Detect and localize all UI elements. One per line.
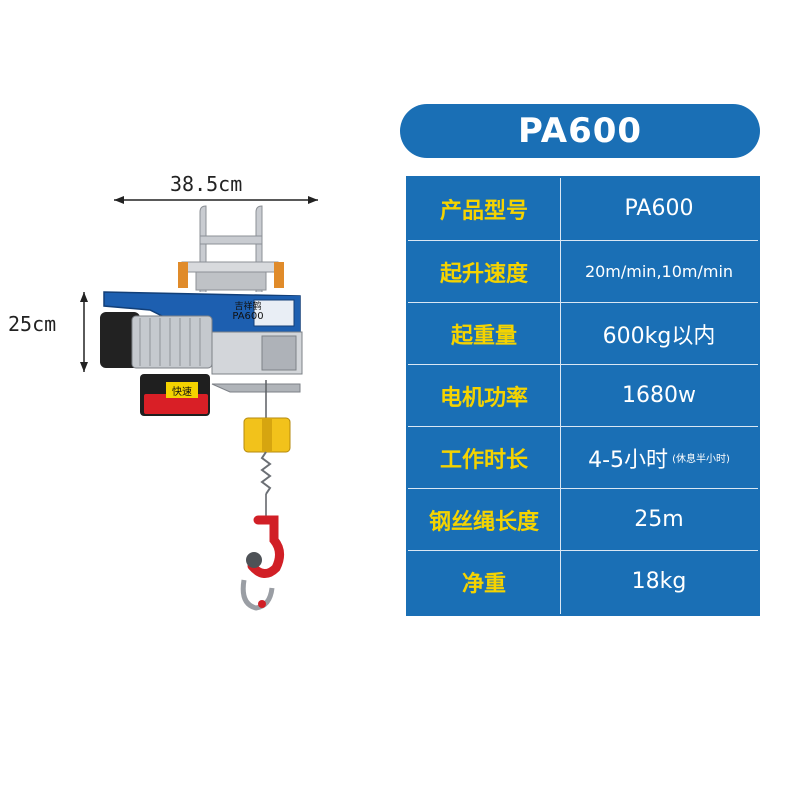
table-column-divider [560, 178, 561, 614]
spec-value: 20m/min,10m/min [584, 262, 734, 281]
height-dimension-label: 25cm [8, 312, 57, 336]
spec-label: 工作时长 [439, 447, 528, 473]
motor [100, 312, 213, 369]
brand-plate: 吉祥鹤 [234, 302, 262, 312]
table-row-divider [408, 302, 758, 303]
hoist-illustration [80, 196, 318, 611]
spec-label: 净重 [461, 571, 506, 597]
hanging-frame [178, 205, 284, 292]
model-plate: PA600 [232, 311, 264, 322]
counterweight [243, 417, 291, 453]
spec-label: 钢丝绳长度 [428, 509, 539, 535]
spec-row-lift-speed: 起升速度 20m/min,10m/min [408, 241, 758, 302]
table-row-divider [408, 550, 758, 551]
spec-label: 电机功率 [439, 385, 528, 411]
table-row-divider [408, 364, 758, 365]
spec-value: PA600 [624, 196, 694, 221]
cable-drum [211, 331, 303, 393]
table-row-divider [408, 488, 758, 489]
table-row-divider [408, 240, 758, 241]
spec-row-motor-power: 电机功率 1680w [408, 365, 758, 426]
spec-row-net-weight: 净重 18kg [408, 551, 758, 612]
spec-row-rope-length: 钢丝绳长度 25m [408, 489, 758, 550]
spec-value: 18kg [631, 569, 687, 594]
spec-value: 25m [634, 507, 684, 532]
spec-label: 产品型号 [439, 198, 528, 224]
width-dimension-label: 38.5cm [170, 172, 243, 196]
model-title: PA600 [517, 111, 643, 151]
spec-row-capacity: 起重量 600kg以内 [408, 303, 758, 364]
spec-row-work-duration: 工作时长 4-5小时 (休息半小时) [408, 427, 758, 488]
spec-table: 产品型号 PA600 起升速度 20m/min,10m/min 起重量 600k… [406, 176, 760, 616]
spec-value-note: (休息半小时) [672, 454, 730, 465]
table-row-divider [408, 426, 758, 427]
spec-value: 1680w [622, 383, 696, 408]
spec-label: 起升速度 [439, 261, 528, 287]
width-dimension-line [114, 196, 318, 204]
spec-value: 4-5小时 (休息半小时) [560, 427, 758, 488]
lifting-hook [240, 515, 284, 611]
model-title-banner: PA600 [400, 104, 760, 158]
speed-badge: 快速 [172, 387, 192, 398]
spec-value: 600kg以内 [602, 323, 716, 349]
height-dimension-line [80, 292, 88, 372]
spec-label: 起重量 [450, 323, 517, 349]
spec-value-main: 4-5小时 [588, 447, 669, 473]
spec-row-model: 产品型号 PA600 [408, 178, 758, 239]
control-box [140, 374, 210, 416]
spring-cable [260, 451, 272, 520]
